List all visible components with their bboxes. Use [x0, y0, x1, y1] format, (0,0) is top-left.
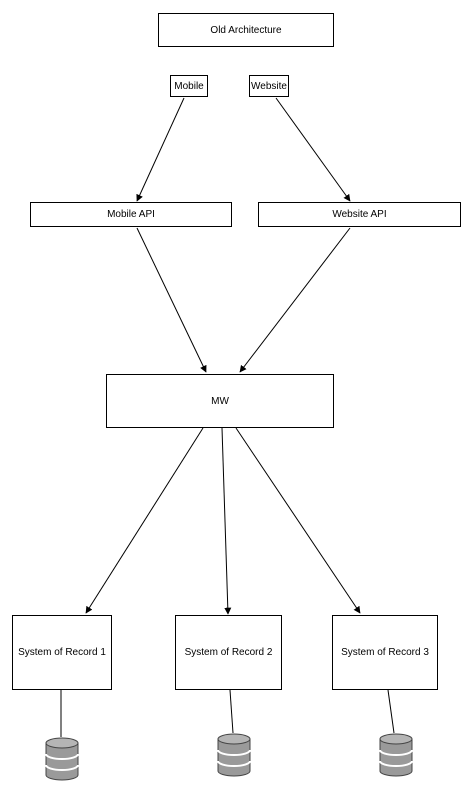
edge-mw-to-sor-2 [221, 427, 232, 615]
database-icon [217, 733, 251, 777]
mobile-api-node: Mobile API [30, 202, 232, 227]
system-of-record-1-node: System of Record 1 [12, 615, 112, 690]
edge-mobile-to-mobile-api [136, 97, 185, 202]
link-sor-3-to-db [387, 689, 395, 734]
system-of-record-2-node: System of Record 2 [175, 615, 282, 690]
system-of-record-3-node: System of Record 3 [332, 615, 438, 690]
edge-mw-to-sor-3 [235, 427, 361, 614]
middleware-node: MW [106, 374, 334, 428]
website-client-node: Website [249, 75, 289, 97]
database-icon [45, 737, 79, 781]
diagram-title: Old Architecture [158, 13, 334, 47]
edge-website-to-website-api [275, 97, 351, 202]
edge-mw-to-sor-1 [85, 427, 204, 614]
link-sor-2-to-db [229, 689, 234, 734]
edge-website-api-to-mw [239, 227, 351, 373]
database-icon [379, 733, 413, 777]
website-api-node: Website API [258, 202, 461, 227]
edge-mobile-api-to-mw [136, 227, 207, 373]
mobile-client-node: Mobile [170, 75, 208, 97]
